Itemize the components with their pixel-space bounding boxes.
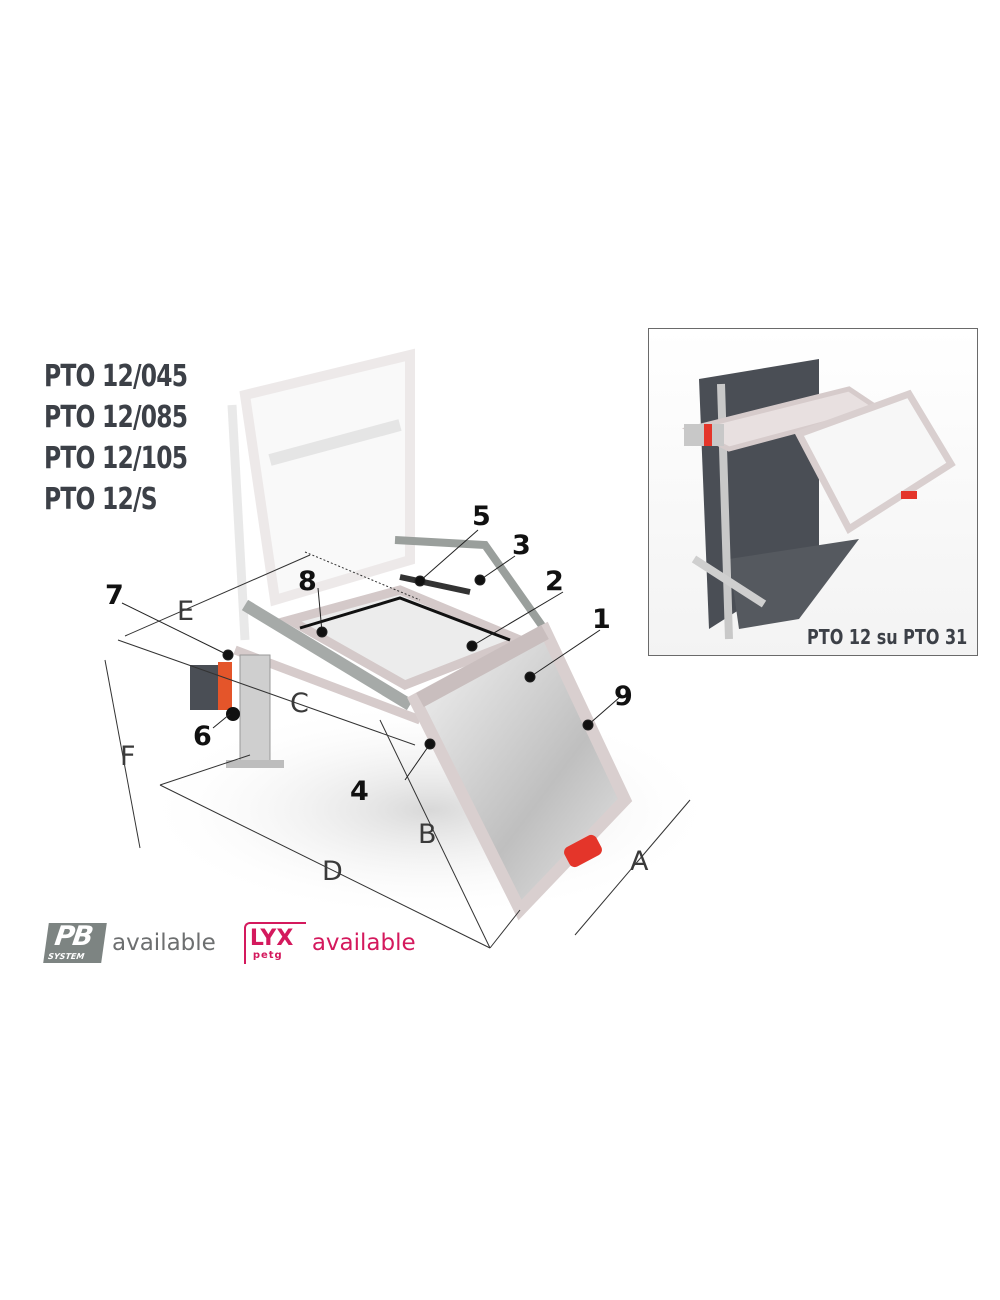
inset-diagram — [681, 359, 956, 640]
lyx-available-label: available — [311, 930, 416, 956]
dimension-a: A — [630, 846, 649, 877]
lyx-logo-text: LYX — [249, 926, 294, 951]
dimension-d: D — [322, 856, 343, 887]
handle — [564, 834, 602, 868]
raised-frame-ghost — [227, 348, 415, 641]
callout-4: 4 — [350, 776, 369, 807]
dimension-lines — [104, 551, 691, 949]
callout-1: 1 — [592, 604, 611, 635]
callout-3: 3 — [512, 530, 531, 561]
pb-logo-subtext: SYSTEM — [47, 952, 85, 961]
model-name: PTO 12/085 — [44, 400, 188, 435]
gas-spring — [399, 574, 471, 595]
arm — [394, 536, 549, 633]
dimension-b: B — [418, 819, 437, 850]
dimension-e: E — [177, 596, 194, 627]
lyx-logo-subtext: petg — [252, 950, 283, 961]
callout-8: 8 — [298, 566, 317, 597]
lyx-petg-logo: LYX petg — [243, 922, 306, 964]
model-name: PTO 12/105 — [44, 441, 188, 476]
dimension-f: F — [120, 741, 136, 772]
callout-6: 6 — [193, 721, 212, 752]
inset-lid — [794, 389, 956, 534]
availability-badges: PB SYSTEM available LYX petg available — [43, 921, 416, 964]
model-name: PTO 12/S — [44, 482, 158, 517]
pb-logo-text: PB — [52, 921, 94, 952]
side-arm — [241, 599, 414, 711]
inset-image-pto12-on-pto31: PTO 12 su PTO 31 — [648, 328, 978, 656]
inset-caption: PTO 12 su PTO 31 — [806, 625, 967, 649]
callout-9: 9 — [614, 681, 633, 712]
pb-available-label: available — [112, 930, 216, 956]
callout-leaders — [121, 529, 621, 781]
model-list: PTO 12/045 PTO 12/085 PTO 12/105 PTO 12/… — [44, 356, 228, 520]
model-name: PTO 12/045 — [44, 359, 188, 394]
callout-2: 2 — [545, 566, 564, 597]
pb-system-logo: PB SYSTEM — [43, 921, 107, 963]
callout-7: 7 — [105, 580, 124, 611]
dimension-c: C — [290, 688, 309, 719]
support-column — [239, 654, 271, 766]
callout-5: 5 — [472, 501, 491, 532]
